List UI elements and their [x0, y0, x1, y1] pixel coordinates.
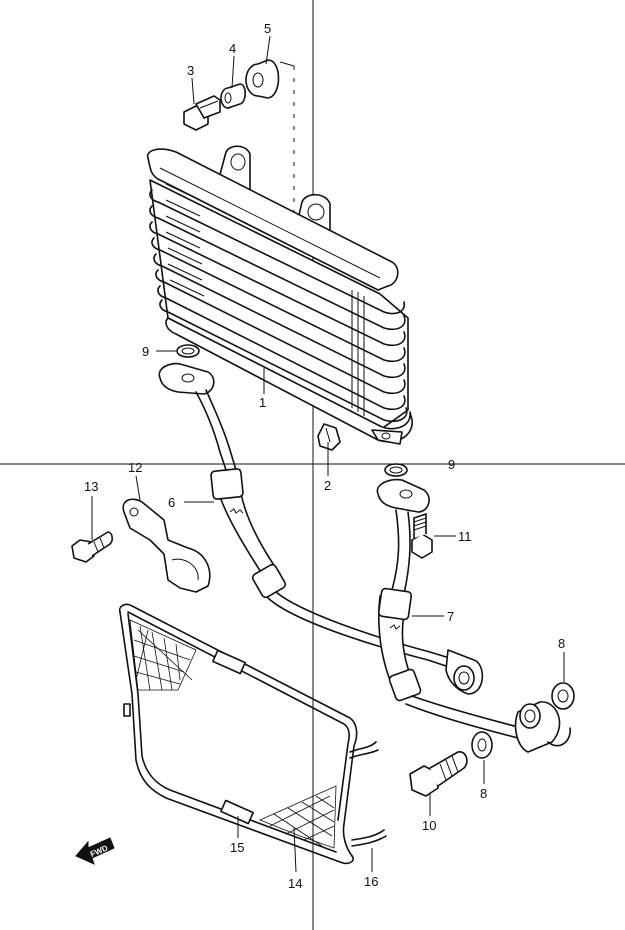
callout-3: 3	[187, 63, 194, 78]
bolt-part-11	[411, 513, 433, 559]
callout-11: 11	[458, 529, 472, 544]
guard-part-14	[118, 603, 379, 865]
callout-16: 16	[364, 874, 378, 889]
gasket-part-9-lower	[384, 463, 408, 477]
callout-9-lower: 9	[448, 457, 455, 472]
callout-8-right: 8	[558, 636, 565, 651]
hook-part-16	[351, 829, 387, 847]
oil-hose-part-7	[376, 478, 571, 753]
fwd-arrow-icon: FWD	[75, 837, 115, 865]
callout-7: 7	[447, 609, 454, 624]
washer-part-8-lower	[471, 731, 493, 759]
collar-part-4	[220, 83, 247, 109]
callout-12: 12	[128, 460, 142, 475]
callouts: 1 2 3 4 5 6 7 8 8 9 9 10 11 12 13 14 15 …	[84, 21, 565, 891]
callout-10: 10	[422, 818, 436, 833]
leader-lines	[91, 35, 565, 873]
oil-cooler-part-1	[146, 145, 413, 445]
rubber-part-15	[220, 799, 254, 825]
callout-4: 4	[229, 41, 236, 56]
callout-6: 6	[168, 495, 175, 510]
callout-9-upper: 9	[142, 344, 149, 359]
union-bolt-part-10	[409, 751, 468, 797]
grommet-part-5	[245, 59, 280, 99]
clip-part-2	[317, 423, 341, 451]
callout-15: 15	[230, 840, 244, 855]
callout-8-lower: 8	[480, 786, 487, 801]
bracket-part-12	[122, 498, 211, 593]
gasket-part-9-upper	[176, 344, 200, 358]
bolt-part-3	[183, 95, 221, 131]
washer-part-8-right	[551, 682, 575, 710]
oil-hose-part-6	[158, 362, 484, 695]
callout-5: 5	[264, 21, 271, 36]
callout-1: 1	[259, 395, 266, 410]
fwd-label: FWD	[89, 843, 110, 859]
callout-14: 14	[288, 876, 302, 891]
callout-2: 2	[324, 478, 331, 493]
bolt-part-13	[71, 531, 113, 563]
callout-13: 13	[84, 479, 98, 494]
